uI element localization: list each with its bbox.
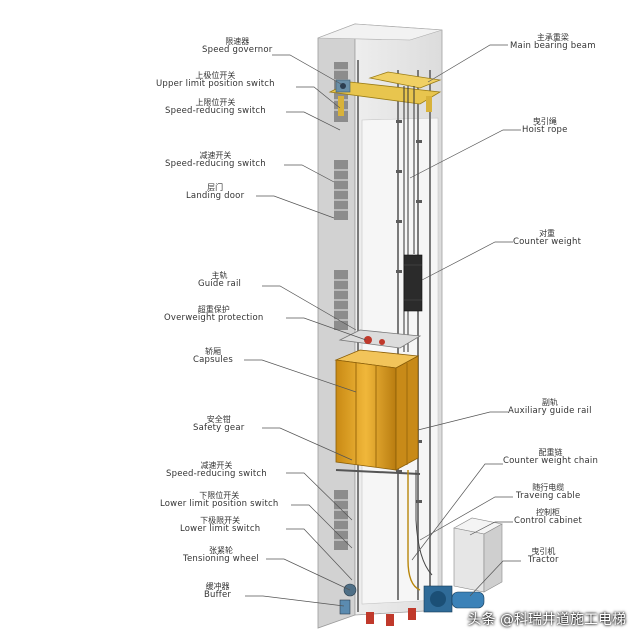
label-en: Speed governor	[202, 45, 273, 56]
label-cn: 层门	[207, 183, 224, 192]
label-en: Overweight protection	[164, 313, 264, 324]
car-top-frame	[338, 329, 422, 349]
label-cn: 上极位开关	[195, 71, 236, 80]
label-en: Tensioning wheel	[183, 554, 259, 565]
leader-lines-left	[244, 54, 367, 607]
label-cn: 缓冲器	[205, 582, 230, 591]
label-cn: 副轨	[541, 398, 558, 407]
label-en: Counter weight chain	[503, 456, 599, 467]
label-landing-door: 层门 Landing door	[186, 183, 244, 202]
label-cn: 随行电缆	[532, 483, 565, 492]
label-cn: 主承重梁	[536, 33, 569, 42]
label-en: Control cabinet	[514, 516, 583, 527]
label-en: Auxiliary guide rail	[508, 406, 592, 417]
counter-weight-shape	[403, 254, 423, 312]
label-control-cabinet: 控制柜 Control cabinet	[514, 508, 582, 527]
label-cn: 对重	[539, 229, 556, 238]
label-en: Counter weight	[513, 237, 582, 248]
label-cn: 配重链	[538, 448, 563, 457]
label-cn: 下限位开关	[199, 491, 240, 500]
label-overweight-protection: 超重保护 Overweight protection	[164, 305, 263, 324]
label-en: Speed-reducing switch	[165, 106, 266, 117]
label-tractor: 曳引机 Tractor	[528, 547, 559, 566]
label-en: Speed-reducing switch	[165, 159, 266, 170]
label-hoist-rope: 曳引绳 Hoist rope	[522, 117, 568, 136]
label-cn: 曳引绳	[532, 117, 557, 126]
cables	[407, 470, 433, 591]
label-auxiliary-guide-rail: 副轨 Auxiliary guide rail	[508, 398, 592, 417]
label-en: Upper limit position switch	[156, 79, 275, 90]
label-cn: 限速器	[225, 37, 250, 46]
label-counter-weight-chain: 配重链 Counter weight chain	[503, 448, 598, 467]
label-lower-limit-position-switch: 下限位开关 Lower limit position switch	[160, 491, 278, 510]
label-cn: 主轨	[211, 271, 228, 280]
label-en: Safety gear	[193, 423, 245, 434]
label-counter-weight: 对重 Counter weight	[513, 229, 581, 248]
label-lower-limit-switch: 下极限开关 Lower limit switch	[180, 516, 260, 535]
label-en: Guide rail	[198, 279, 242, 290]
label-guide-rail: 主轨 Guide rail	[198, 271, 241, 290]
car-capsule-shape	[334, 349, 421, 475]
label-cn: 减速开关	[199, 151, 232, 160]
label-en: Lower limit position switch	[160, 499, 279, 510]
label-en: Lower limit switch	[180, 524, 261, 535]
label-cn: 张紧轮	[208, 546, 233, 555]
label-cn: 超重保护	[197, 305, 230, 314]
label-cn: 控制柜	[536, 508, 561, 517]
label-en: Traveing cable	[516, 491, 581, 502]
label-speed-governor: 限速器 Speed governor	[202, 37, 272, 56]
label-main-bearing-beam: 主承重梁 Main bearing beam	[510, 33, 596, 52]
speed-governor-shape	[335, 79, 351, 93]
label-speed-reducing-switch: 减速开关 Speed-reducing switch	[165, 151, 266, 170]
label-upper-speed-reducing-switch: 上限位开关 Speed-reducing switch	[165, 98, 266, 117]
label-en: Hoist rope	[522, 125, 568, 136]
label-en: Main bearing beam	[510, 41, 596, 52]
label-cn: 下极限开关	[200, 516, 241, 525]
label-cn: 曳引机	[531, 547, 556, 556]
label-capsules: 轿厢 Capsules	[193, 347, 233, 366]
leader-lines-right	[409, 44, 521, 597]
label-traveling-cable: 随行电缆 Traveing cable	[516, 483, 580, 502]
label-cn: 上限位开关	[195, 98, 236, 107]
control-cabinet-shape	[453, 517, 503, 593]
main-bearing-beam-shape	[328, 71, 442, 116]
label-buffer: 缓冲器 Buffer	[204, 582, 231, 601]
label-lower-speed-reducing-switch: 减速开关 Speed-reducing switch	[166, 461, 267, 480]
label-en: Speed-reducing switch	[166, 469, 267, 480]
watermark-text: 头条 @科瑞井道施工电梯	[467, 612, 626, 628]
label-upper-limit-position-switch: 上极位开关 Upper limit position switch	[156, 71, 275, 90]
label-en: Buffer	[204, 590, 232, 601]
label-cn: 轿厢	[204, 347, 221, 356]
label-safety-gear: 安全钳 Safety gear	[193, 415, 244, 434]
label-en: Landing door	[186, 191, 245, 202]
label-cn: 减速开关	[200, 461, 233, 470]
shaft-structure	[317, 23, 443, 629]
label-cn: 安全钳	[206, 415, 231, 424]
label-en: Tractor	[528, 555, 559, 566]
label-tensioning-wheel: 张紧轮 Tensioning wheel	[183, 546, 259, 565]
tractor-shape	[423, 585, 485, 613]
label-en: Capsules	[193, 355, 233, 366]
